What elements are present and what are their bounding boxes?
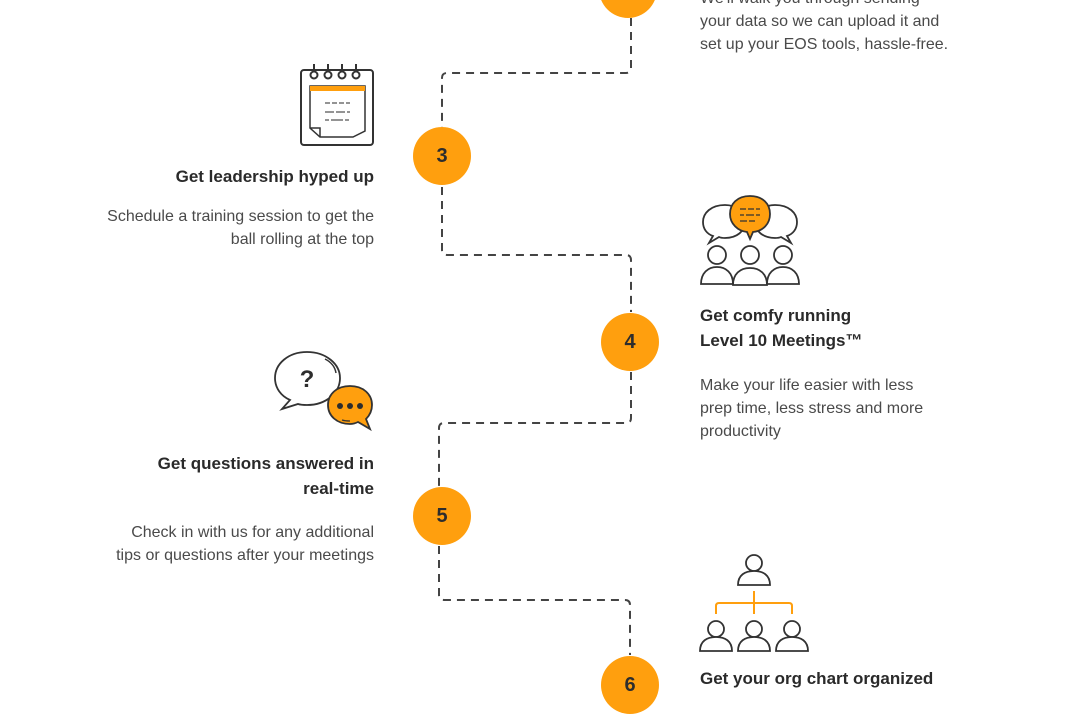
- notepad-icon: [300, 64, 374, 146]
- step-2-description: We'll walk you through sending your data…: [700, 0, 949, 53]
- step-4-description: Make your life easier with less prep tim…: [700, 377, 924, 440]
- step-4-number: 4: [601, 313, 659, 371]
- step-4-title: Get comfy running Level 10 Meetings™: [700, 306, 863, 350]
- step-5-description: Check in with us for any additional tips…: [116, 524, 374, 564]
- step-3-number: 3: [413, 127, 471, 185]
- org-chart-icon: [699, 554, 809, 652]
- step-6-number: 6: [601, 656, 659, 714]
- team-meeting-icon: [700, 195, 800, 286]
- step-2-number: 2: [599, 0, 657, 18]
- step-5-number: 5: [413, 487, 471, 545]
- step-3-title: Get leadership hyped up: [175, 167, 374, 186]
- chat-bubbles-icon: ?: [274, 351, 373, 432]
- dashed-step-path: [438, 18, 632, 655]
- svg-text:?: ?: [300, 366, 315, 393]
- step-3-description: Schedule a training session to get the b…: [107, 208, 374, 248]
- step-5-title: Get questions answered in real-time: [157, 454, 374, 498]
- step-6-title: Get your org chart organized: [700, 669, 934, 688]
